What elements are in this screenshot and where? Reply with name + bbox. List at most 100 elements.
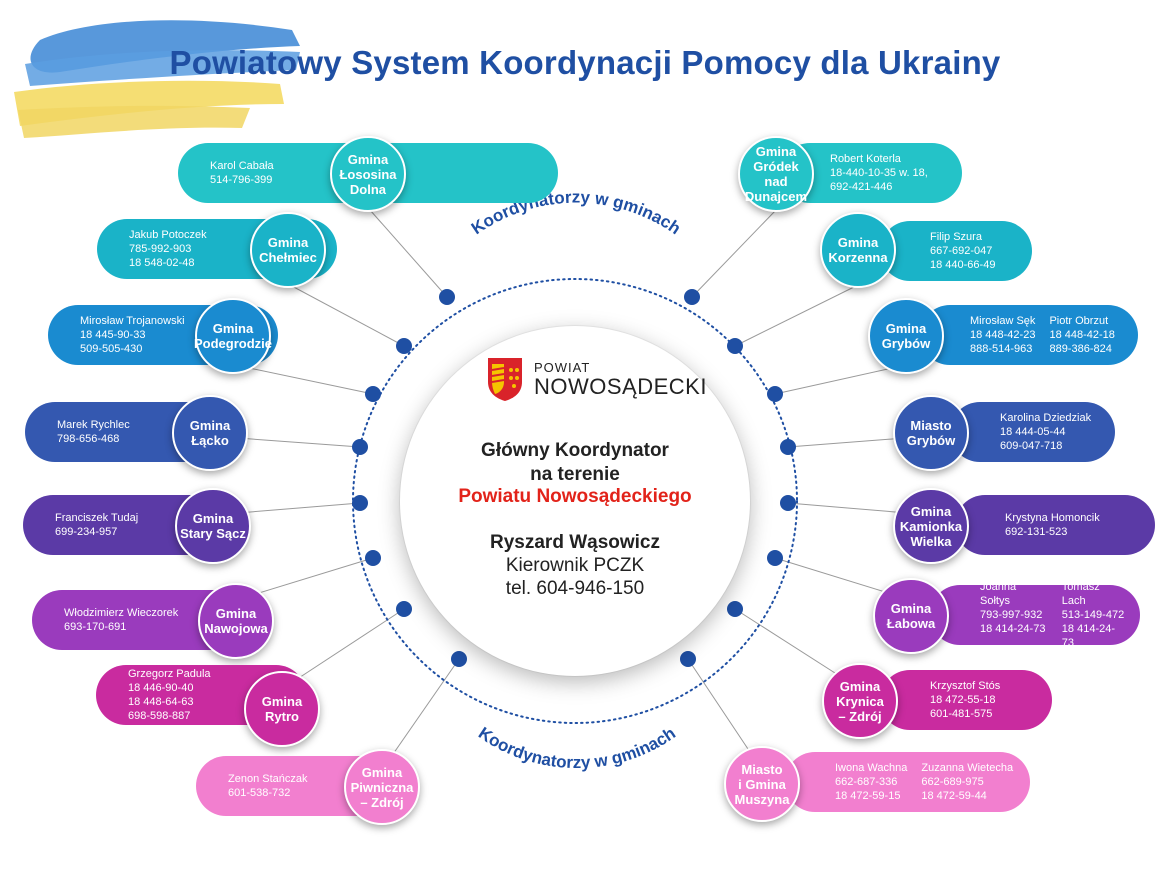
gmina-badge: Gmina Gródek nad Dunajcem <box>738 136 814 212</box>
connector-line <box>734 284 859 347</box>
gmina-name: Miasto Grybów <box>906 418 956 448</box>
gmina-name: Gmina Chełmiec <box>259 235 317 265</box>
gmina-name: Gmina Rytro <box>261 694 303 724</box>
contact-name: Tomasz Lach <box>1061 581 1100 607</box>
dotted-ring <box>352 278 798 724</box>
contact-phone: 798-656-468 <box>57 433 120 445</box>
gmina-badge: Gmina Krynica – Zdrój <box>822 663 898 739</box>
ring-dot <box>365 386 381 402</box>
contact-phone: 662-687-336 <box>835 776 898 788</box>
gmina-badge: Gmina Łącko <box>172 395 248 471</box>
coordinator-name: Ryszard Wąsowicz <box>490 532 660 553</box>
contact-phone: 889-386-824 <box>1049 343 1112 355</box>
coordinator-heading-1: Główny Koordynator <box>481 440 669 461</box>
contact-phone: 18 414-24-73 <box>980 623 1046 635</box>
contact-name: Marek Rychlec <box>57 419 130 431</box>
contact-name: Krzysztof Stós <box>930 680 1001 692</box>
coordinator-heading-3: Powiatu Nowosądeckiego <box>458 486 692 507</box>
coat-of-arms-icon <box>488 358 522 401</box>
flag-blue-stroke-2 <box>25 50 300 86</box>
contact-name: Mirosław Sęk <box>970 315 1036 327</box>
contact-phone: 514-796-399 <box>210 174 273 186</box>
main-coordinator-circle: POWIAT NOWOSĄDECKI Główny Koordynator na… <box>400 326 750 676</box>
ring-dot <box>365 550 381 566</box>
ring-dot <box>352 439 368 455</box>
contact-phone: 18 414-24-73 <box>1061 623 1116 649</box>
contact-phone: 601-538-732 <box>228 787 291 799</box>
ring-dot <box>767 550 783 566</box>
gmina-badge: Gmina Łabowa <box>873 578 949 654</box>
contact-phone: 18 446-90-40 <box>128 682 194 694</box>
contact-phone: 18 448-64-63 <box>128 696 194 708</box>
contact-name: Karolina Dziedziak <box>1000 412 1092 424</box>
page-title: Powiatowy System Koordynacji Pomocy dla … <box>169 44 1001 81</box>
ring-dot <box>780 495 796 511</box>
contact-phone: 692-421-446 <box>830 181 893 193</box>
connector-line <box>281 608 405 690</box>
contact-name: Zenon Stańczak <box>228 773 308 785</box>
coordinator-heading-2: na terenie <box>530 464 620 485</box>
connector-line <box>369 209 448 298</box>
contact-person: Zenon Stańczak 601-538-732 <box>228 772 308 800</box>
gmina-name: Miasto i Gmina Muszyna <box>734 761 790 807</box>
gmina-badge: Gmina Piwniczna – Zdrój <box>344 749 420 825</box>
contact-phone: 18 472-59-15 <box>835 790 901 802</box>
ring-dot <box>396 338 412 354</box>
contact-phone: 18-440-10-35 w. 18, <box>830 167 928 179</box>
ring-dot <box>451 651 467 667</box>
gmina-badge: Gmina Stary Sącz <box>175 488 251 564</box>
contact-phone: 18 448-42-23 <box>970 329 1036 341</box>
contact-name: Jakub Potoczek <box>129 229 207 241</box>
gmina-badge: Gmina Korzenna <box>820 212 896 288</box>
gmina-name: Gmina Stary Sącz <box>180 511 246 541</box>
gmina-badge: Gmina Łososina Dolna <box>330 136 406 212</box>
gmina-name: Gmina Grybów <box>881 321 931 351</box>
gmina-name: Gmina Podegrodzie <box>194 321 273 351</box>
contact-name: Franciszek Tudaj <box>55 512 139 524</box>
contact-phone: 662-689-975 <box>921 776 984 788</box>
contact-phone: 667-692-047 <box>930 245 993 257</box>
contact-name: Włodzimierz Wieczorek <box>64 607 179 619</box>
ring-dot <box>352 495 368 511</box>
contact-phone: 509-505-430 <box>80 343 143 355</box>
ring-dot <box>727 338 743 354</box>
contact-phone: 785-992-903 <box>129 243 192 255</box>
gmina-name: Gmina Kamionka Wielka <box>899 503 963 549</box>
contact-person: Franciszek Tudaj 699-234-957 <box>55 511 138 539</box>
contact-name: Joanna Sołtys <box>980 581 1017 607</box>
gmina-name: Gmina Krynica – Zdrój <box>836 678 884 724</box>
ring-label-bottom: Koordynatorzy w gminach <box>475 723 679 772</box>
contact-name: Grzegorz Padula <box>128 668 211 680</box>
gmina-badge: Miasto Grybów <box>893 395 969 471</box>
contact-phone: 18 472-55-18 <box>930 694 996 706</box>
ring-dots <box>352 289 796 667</box>
connector-line <box>234 364 374 395</box>
contact-phone: 18 448-42-18 <box>1049 329 1115 341</box>
connector-line <box>289 284 405 347</box>
ring-dot <box>396 601 412 617</box>
ring-dot <box>767 386 783 402</box>
contact-name: Zuzanna Wietecha <box>921 762 1014 774</box>
contact-phone: 699-234-957 <box>55 526 118 538</box>
contact-phone: 18 445-90-33 <box>80 329 146 341</box>
contact-phone: 18 444-05-44 <box>1000 426 1066 438</box>
gmina-badge: Gmina Podegrodzie <box>194 298 273 374</box>
gmina-name: Gmina Gródek nad Dunajcem <box>744 144 808 204</box>
logo-label-small: POWIAT <box>534 359 591 375</box>
gmina-name: Gmina Piwniczna – Zdrój <box>350 764 414 810</box>
gmina-badge: Gmina Nawojowa <box>198 583 274 659</box>
contact-person: Marek Rychlec 798-656-468 <box>57 418 130 446</box>
